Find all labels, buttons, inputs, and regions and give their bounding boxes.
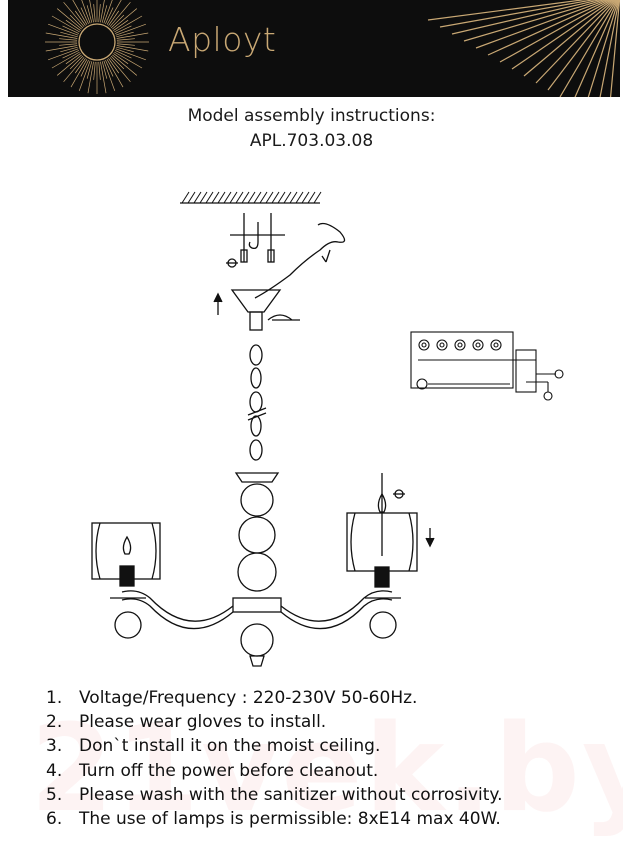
gold-rays-icon <box>427 0 620 97</box>
instructions-list: 1.Voltage/Frequency : 220-230V 50-60Hz. … <box>46 686 502 831</box>
instruction-item: 4.Turn off the power before cleanout. <box>46 760 379 781</box>
brand-header: Aployt <box>8 0 620 97</box>
power-wire <box>254 222 346 299</box>
instruction-item: 6.The use of lamps is permissible: 8xE14… <box>46 809 501 830</box>
wiring-diagram-icon <box>410 331 564 401</box>
left-arm <box>121 590 234 622</box>
canopy <box>230 289 282 313</box>
chain <box>247 344 267 461</box>
brand-logo: Aployt <box>168 20 277 59</box>
instruction-item: 2.Please wear gloves to install. <box>46 712 327 733</box>
title-line-1: Model assembly instructions: <box>187 106 436 126</box>
instruction-item: 1.Voltage/Frequency : 220-230V 50-60Hz. <box>46 688 418 708</box>
instruction-item: 3.Don`t install it on the moist ceiling. <box>46 736 381 757</box>
instruction-item: 5.Please wash with the sanitizer without… <box>46 784 503 805</box>
right-arm <box>280 590 393 622</box>
document-title: Model assembly instructions: APL.703.03.… <box>0 104 623 154</box>
sunburst-logo-icon <box>45 0 620 97</box>
model-number: APL.703.03.08 <box>249 131 374 151</box>
mounting-hardware-icon <box>213 213 285 315</box>
chandelier-diagram <box>91 191 564 667</box>
